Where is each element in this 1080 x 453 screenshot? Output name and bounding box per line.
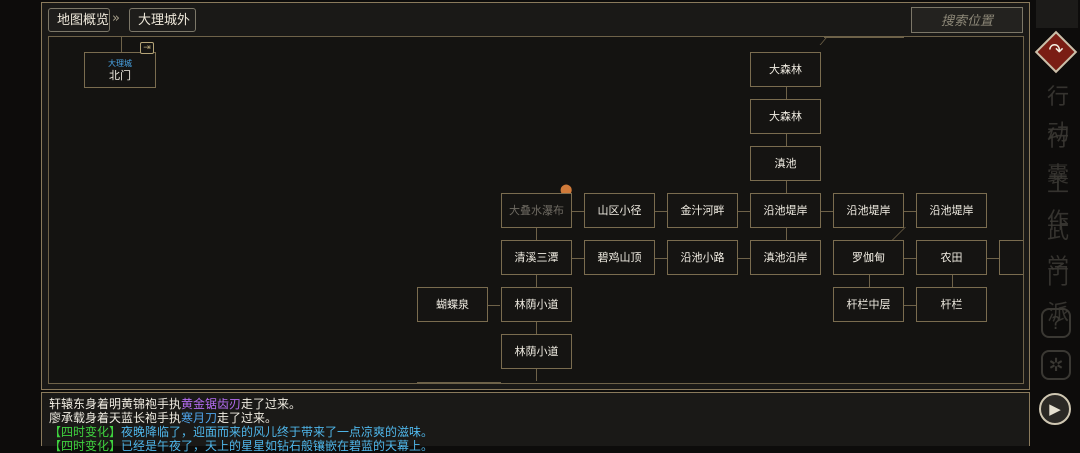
map-node-qingxi-pool[interactable]: 清溪三潭 — [501, 240, 572, 275]
connector — [655, 211, 667, 212]
side-menu — [1032, 0, 1080, 446]
message-log[interactable]: 轩辕东身着明黄锦袍手执黄金锯齿刃走了过来。 廖承载身着天蓝长袍手执寒月刀走了过来… — [41, 392, 1030, 453]
gear-icon[interactable]: ✲ — [1041, 350, 1071, 380]
map-node-forest[interactable]: 大森林 — [750, 99, 821, 134]
node-label: 北门 — [109, 69, 131, 82]
map-node-luojiadian[interactable]: 罗伽甸 — [833, 240, 904, 275]
log-line: 廖承载身着天蓝长袍手执寒月刀走了过来。 — [49, 411, 278, 425]
connector — [655, 258, 667, 259]
map-node-forest[interactable]: 大森林 — [750, 52, 821, 87]
connector — [821, 211, 833, 212]
current-area-button[interactable]: 大理城外 — [129, 8, 196, 32]
connector — [572, 258, 584, 259]
breadcrumb-separator-icon: » — [112, 11, 120, 26]
connector — [987, 258, 999, 259]
map-node-pond-bank[interactable]: 沿池堤岸 — [750, 193, 821, 228]
map-node-pond-bank[interactable]: 沿池堤岸 — [916, 193, 987, 228]
map-node-fence[interactable]: 杆栏 — [916, 287, 987, 322]
log-line: 【四时变化】已经是午夜了，天上的星星如钻石般镶嵌在碧蓝的天幕上。 — [49, 439, 434, 453]
map-node-shade-road[interactable]: 林荫小道 — [501, 334, 572, 369]
map-node-north-gate[interactable]: 大理城 北门 — [84, 52, 156, 88]
location-pin-icon: ⬤ — [560, 183, 573, 196]
connector — [536, 322, 537, 334]
connector — [904, 211, 916, 212]
map-node-fence-middle[interactable]: 杆栏中层 — [833, 287, 904, 322]
menu-item-work[interactable]: 工作 — [1046, 173, 1069, 234]
map-node-pond-road[interactable]: 沿池小路 — [667, 240, 738, 275]
map-canvas[interactable]: 大理城 北门 ⇥ 大森林 大森林 滇池 ⬤ 大叠水瀑布 山区小径 金汁河畔 沿池… — [48, 36, 1024, 384]
connector — [786, 228, 787, 240]
connector — [488, 305, 500, 306]
menu-item-bag[interactable]: 行囊 — [1046, 127, 1069, 188]
map-node-biji-peak[interactable]: 碧鸡山顶 — [584, 240, 655, 275]
connector — [786, 181, 787, 193]
connector — [869, 275, 870, 287]
map-node-farmland[interactable]: 农田 — [916, 240, 987, 275]
play-button[interactable]: ▶ — [1039, 393, 1071, 425]
connector — [536, 369, 537, 381]
map-node-dian-shore[interactable]: 滇池沿岸 — [750, 240, 821, 275]
map-node-butterfly-spring[interactable]: 蝴蝶泉 — [417, 287, 488, 322]
connector — [786, 87, 787, 99]
connector — [536, 228, 537, 240]
help-icon[interactable]: ? — [1041, 308, 1071, 338]
map-node-shade-road[interactable]: 林荫小道 — [501, 287, 572, 322]
connector — [738, 258, 750, 259]
connector — [536, 275, 537, 287]
menu-item-martial-arts[interactable]: 武学 — [1046, 219, 1069, 280]
exit-icon[interactable]: ⇥ — [140, 42, 154, 54]
connector — [738, 211, 750, 212]
connector — [572, 211, 584, 212]
map-overview-button[interactable]: 地图概览 — [48, 8, 110, 32]
map-node-offscreen[interactable] — [999, 240, 1023, 275]
connector — [121, 37, 122, 52]
map-node-pond-bank[interactable]: 沿池堤岸 — [833, 193, 904, 228]
map-node-dian-pool[interactable]: 滇池 — [750, 146, 821, 181]
connector — [904, 305, 916, 306]
map-node-mountain-path[interactable]: 山区小径 — [584, 193, 655, 228]
connector — [904, 258, 916, 259]
connector — [824, 37, 904, 38]
connector — [417, 382, 501, 383]
connector — [819, 37, 828, 45]
menu-item-sect[interactable]: 门派 — [1046, 265, 1069, 326]
connector — [786, 134, 787, 146]
connector — [952, 275, 953, 287]
node-area-label: 大理城 — [108, 59, 132, 68]
menu-item-action[interactable]: 行动 — [1046, 85, 1069, 146]
side-menu-header — [1036, 0, 1078, 28]
map-node-waterfall[interactable]: 大叠水瀑布 — [501, 193, 572, 228]
log-line: 轩辕东身着明黄锦袍手执黄金锯齿刃走了过来。 — [49, 397, 302, 411]
redo-arrow-icon[interactable]: ↷ — [1048, 40, 1064, 61]
location-search-input[interactable] — [911, 7, 1023, 33]
log-line: 【四时变化】夜晚降临了，迎面而来的风儿终于带来了一点凉爽的滋味。 — [49, 425, 434, 439]
map-node-jinzhi-river[interactable]: 金汁河畔 — [667, 193, 738, 228]
